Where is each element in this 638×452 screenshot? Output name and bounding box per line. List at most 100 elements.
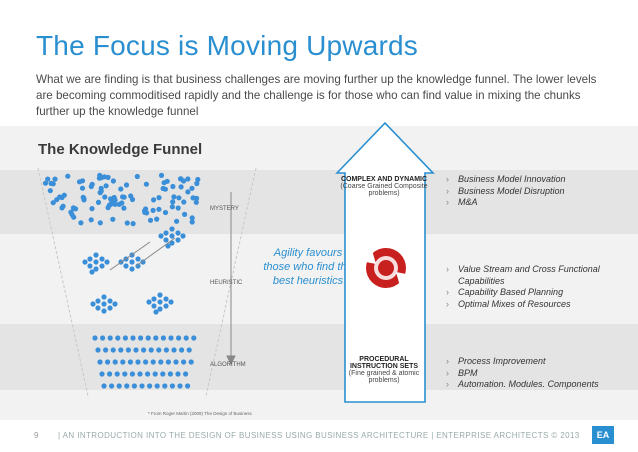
funnel-dot xyxy=(120,194,126,200)
funnel-dot xyxy=(87,256,93,262)
funnel-dot xyxy=(107,335,113,341)
funnel-dot xyxy=(101,308,107,314)
funnel-dot xyxy=(97,359,103,365)
funnel-dot xyxy=(73,206,79,212)
funnel-dot xyxy=(48,180,54,186)
funnel-dot xyxy=(102,194,108,200)
funnel-dot xyxy=(188,359,194,365)
arrow-bottom-head: PROCEDURAL INSTRUCTION SETS xyxy=(349,356,419,370)
funnel-dot xyxy=(156,206,162,212)
funnel-dot xyxy=(116,383,122,389)
funnel-dot xyxy=(176,195,182,201)
funnel-dot xyxy=(193,199,199,205)
funnel-dot xyxy=(89,181,95,187)
funnel-dot xyxy=(189,185,195,191)
bullet-item: M&A xyxy=(444,197,616,209)
arrow-bottom-label: PROCEDURAL INSTRUCTION SETS (Fine graine… xyxy=(340,356,428,384)
funnel-dot xyxy=(92,335,98,341)
funnel-dot xyxy=(131,383,137,389)
ea-logo: EA xyxy=(592,426,614,444)
funnel-dot xyxy=(162,383,168,389)
funnel-dot xyxy=(171,194,177,200)
funnel-dot xyxy=(120,359,126,365)
footnote: * From Roger Martin (2009) The Design of… xyxy=(148,411,252,416)
funnel-dot xyxy=(139,383,145,389)
funnel-dot xyxy=(42,180,49,186)
funnel-dot xyxy=(169,383,175,389)
level-heuristic: HEURISTIC xyxy=(210,280,243,286)
funnel-dot xyxy=(186,347,192,353)
funnel-dot xyxy=(160,185,166,192)
funnel-dot xyxy=(122,335,128,341)
funnel-dot xyxy=(150,359,156,365)
funnel-dot xyxy=(105,205,111,211)
funnel-dot xyxy=(143,359,149,365)
bullet-item: Business Model Disruption xyxy=(444,186,616,198)
funnel-dot xyxy=(143,181,149,187)
funnel-dot xyxy=(163,347,169,353)
bullet-item: Capability Based Planning xyxy=(444,287,616,299)
funnel-dot xyxy=(175,230,181,236)
funnel-dot xyxy=(169,233,175,239)
bullet-item: Process Improvement xyxy=(444,356,616,368)
funnel-dot xyxy=(170,199,176,205)
funnel-dot xyxy=(168,299,174,305)
funnel-dot xyxy=(140,259,146,265)
footer: 9 | AN INTRODUCTION INTO THE DESIGN OF B… xyxy=(0,425,638,452)
funnel-dot xyxy=(79,185,86,191)
funnel-dot xyxy=(130,221,136,227)
funnel-dot xyxy=(57,194,63,200)
funnel-dot xyxy=(183,371,189,377)
funnel-dot xyxy=(127,359,133,365)
funnel-dot xyxy=(134,173,140,180)
bullet-item: BPM xyxy=(444,368,616,380)
funnel-dot xyxy=(125,347,131,353)
funnel-dot xyxy=(138,335,144,341)
funnel-dot xyxy=(116,201,122,207)
funnel-dot xyxy=(104,259,110,265)
funnel-dot xyxy=(90,301,96,307)
funnel-dot xyxy=(141,347,147,353)
funnel-dot xyxy=(78,220,84,226)
funnel-dot xyxy=(194,195,200,201)
funnel-dot xyxy=(189,219,195,225)
funnel-dot xyxy=(93,266,99,272)
funnel-dot xyxy=(163,230,169,236)
arrow-top-label: COMPLEX AND DYNAMIC (Coarse Grained Comp… xyxy=(340,176,428,197)
funnel-dot xyxy=(147,217,154,223)
funnel-dot xyxy=(183,335,189,341)
funnel-dot xyxy=(99,371,105,377)
funnel-dot xyxy=(135,256,141,262)
funnel-dot xyxy=(107,305,113,311)
funnel-dot xyxy=(112,301,118,307)
bullet-item: Value Stream and Cross Functional Capabi… xyxy=(444,264,616,287)
funnel-dot xyxy=(165,359,171,365)
knowledge-funnel-diagram: MYSTERY HEURISTIC ALGORITHM xyxy=(37,167,257,397)
funnel-dot xyxy=(133,347,139,353)
bullets-middle: Value Stream and Cross Functional Capabi… xyxy=(444,264,616,310)
agility-note: Agility favours those who find the best … xyxy=(263,247,353,287)
funnel-dot xyxy=(174,218,180,224)
funnel-dot xyxy=(109,383,115,389)
funnel-dot xyxy=(52,176,58,182)
funnel-dot xyxy=(164,178,170,184)
funnel-dot xyxy=(107,371,113,377)
funnel-dot xyxy=(150,207,156,213)
funnel-dot xyxy=(124,383,130,389)
funnel-dot xyxy=(129,259,135,265)
funnel-dot xyxy=(151,296,157,302)
funnel-dot xyxy=(101,174,107,180)
funnel-dot xyxy=(158,233,164,239)
funnel-dot xyxy=(169,204,175,210)
funnel-dot xyxy=(153,309,159,315)
funnel-dot xyxy=(191,335,197,341)
funnel-dot xyxy=(163,296,169,302)
funnel-dot xyxy=(177,383,183,389)
level-mystery: MYSTERY xyxy=(210,206,239,212)
funnel-dot xyxy=(154,216,160,222)
funnel-dot xyxy=(99,256,105,262)
funnel-dot xyxy=(175,371,181,377)
funnel-dot xyxy=(124,220,130,226)
funnel-dot xyxy=(47,188,53,194)
